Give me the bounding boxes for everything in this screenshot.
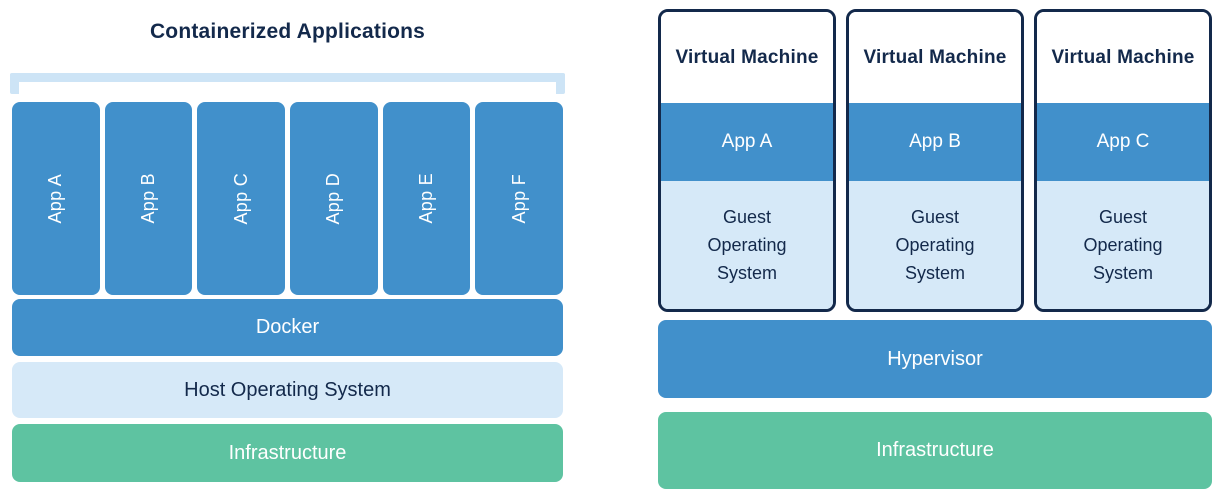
vm-box-1-title: Virtual Machine <box>675 46 819 68</box>
vm-box-1-guest-os: Guest Operating System <box>661 181 833 309</box>
containerized-applications-panel: Containerized Applications App A App B A… <box>10 0 565 501</box>
hypervisor-layer: Hypervisor <box>658 320 1212 398</box>
container-app-a: App A <box>12 102 100 295</box>
containerized-applications-title: Containerized Applications <box>149 20 426 43</box>
vm-box-3-guest-os: Guest Operating System <box>1037 181 1209 309</box>
container-app-e-label: App E <box>416 173 437 224</box>
vm-row: Virtual Machine App A Guest Operating Sy… <box>658 9 1212 312</box>
container-app-b-label: App B <box>138 173 158 224</box>
container-app-b: App B <box>104 102 193 295</box>
vm-box-2-app: App B <box>849 103 1021 181</box>
vm-box-1-header: Virtual Machine <box>661 12 833 103</box>
docker-layer: Docker <box>12 299 563 356</box>
container-apps-row: App A App B App C App D App E App F <box>12 102 564 295</box>
container-app-c-label: App C <box>230 172 251 225</box>
vm-box-2-header: Virtual Machine <box>849 12 1021 103</box>
vm-box-3-header: Virtual Machine <box>1037 12 1209 103</box>
vm-box-1-guest-os-label: Guest Operating System <box>707 207 787 283</box>
vm-box-1: Virtual Machine App A Guest Operating Sy… <box>658 9 836 312</box>
virtual-machines-panel: Virtual Machine App A Guest Operating Sy… <box>658 0 1212 501</box>
container-app-f-label: App F <box>508 173 529 224</box>
container-app-f: App F <box>475 102 564 295</box>
infrastructure-layer-right: Infrastructure <box>658 412 1212 489</box>
vm-box-3-guest-os-label: Guest Operating System <box>1083 207 1163 283</box>
host-operating-system-layer: Host Operating System <box>12 362 563 418</box>
container-app-e: App E <box>382 102 471 295</box>
vm-box-1-app: App A <box>661 103 833 181</box>
container-app-d-label: App D <box>323 172 344 225</box>
vm-box-2-title: Virtual Machine <box>863 46 1007 68</box>
vm-box-3: Virtual Machine App C Guest Operating Sy… <box>1034 9 1212 312</box>
vm-box-3-title: Virtual Machine <box>1051 46 1195 68</box>
vm-box-3-app: App C <box>1037 103 1209 181</box>
vm-box-2-guest-os: Guest Operating System <box>849 181 1021 309</box>
container-app-a-label: App A <box>45 173 66 224</box>
infrastructure-layer-left: Infrastructure <box>12 424 563 482</box>
vm-box-2: Virtual Machine App B Guest Operating Sy… <box>846 9 1024 312</box>
container-app-c: App C <box>197 102 286 295</box>
vm-box-2-guest-os-label: Guest Operating System <box>895 207 975 283</box>
container-app-d: App D <box>290 102 378 295</box>
container-group-bracket <box>10 73 565 94</box>
